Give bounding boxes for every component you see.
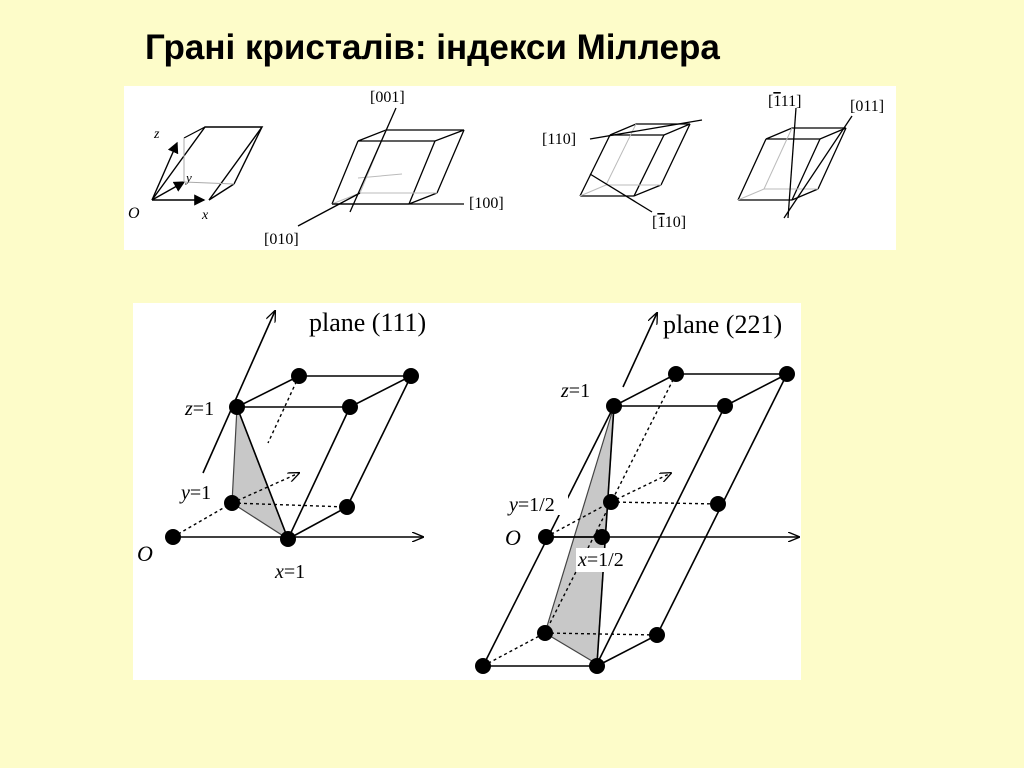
z-axis-label: z xyxy=(153,127,160,142)
miller-planes-svg: plane (111) z=1 y=1 x=1 O xyxy=(137,308,801,674)
plane-221-diagram: plane (221) z=1 y=1/2 O x=1/2 xyxy=(475,310,799,674)
cube-001-100-010: [001] [100] [010] xyxy=(264,89,504,248)
direction-001-label: [001] xyxy=(370,89,405,106)
cube-110: [110] [110] xyxy=(542,119,703,231)
z-intercept-label: z=1 xyxy=(560,380,590,402)
plane-111-label: plane (111) xyxy=(309,308,426,337)
origin-label-left: O xyxy=(137,541,153,566)
coordinate-cube: z y x O xyxy=(128,126,264,223)
y-intercept-label: y=1 xyxy=(179,482,211,504)
y-axis-label: y xyxy=(184,170,192,185)
direction-1bar11-label: [111] xyxy=(768,93,801,110)
direction-011-label: [011] xyxy=(850,98,884,115)
z-intercept-label: z=1 xyxy=(184,398,214,420)
origin-label: O xyxy=(128,205,140,222)
slide-title: Грані кристалів: індекси Міллера xyxy=(145,28,720,67)
crystal-directions-figure: z y x O [001] [100] [010] [110] xyxy=(124,86,896,250)
direction-010-label: [010] xyxy=(264,231,299,248)
y-intercept-label: y=1/2 xyxy=(507,494,555,516)
y-axis-arrow xyxy=(610,473,671,503)
y-axis-arrow xyxy=(231,473,299,504)
z-axis-arrow xyxy=(622,313,657,388)
cube-111: [111] [011] xyxy=(737,93,884,219)
x-intercept-label: x=1/2 xyxy=(577,549,624,571)
crystal-directions-svg: z y x O [001] [100] [010] [110] xyxy=(128,89,884,248)
x-axis-label: x xyxy=(201,208,209,223)
origin-label-right: O xyxy=(505,525,521,550)
direction-1bar10-label: [110] xyxy=(652,214,686,231)
direction-110-label: [110] xyxy=(542,131,576,148)
miller-planes-figure: plane (111) z=1 y=1 x=1 O xyxy=(133,303,801,680)
direction-100-label: [100] xyxy=(469,195,504,212)
plane-221-label: plane (221) xyxy=(663,310,782,339)
z-axis-arrow xyxy=(202,311,275,474)
plane-111-diagram: plane (111) z=1 y=1 x=1 O xyxy=(137,308,426,583)
x-intercept-label: x=1 xyxy=(274,561,305,583)
